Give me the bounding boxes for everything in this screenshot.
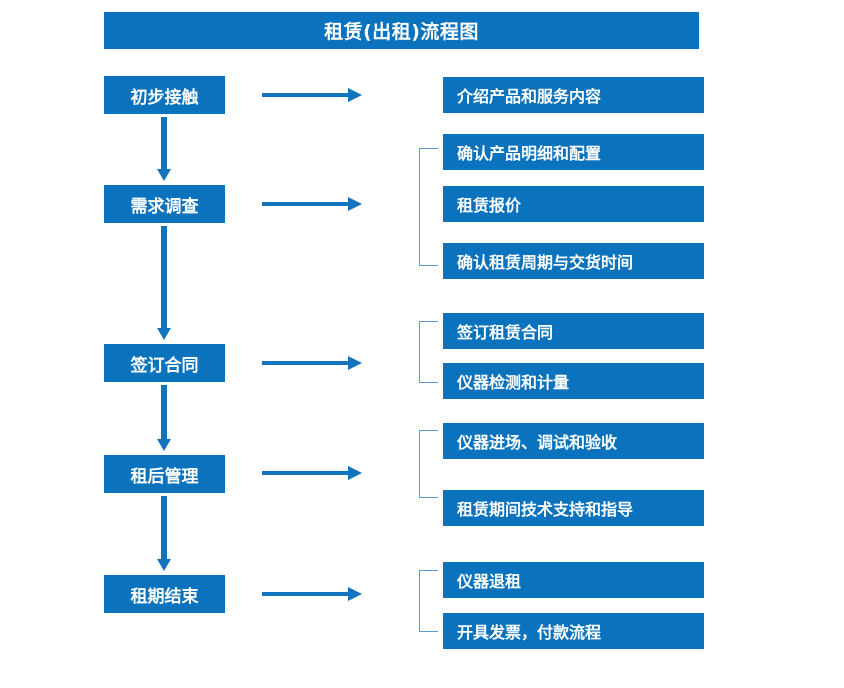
detail-box-1[interactable]: 介绍产品和服务内容 <box>443 77 704 113</box>
arrow-shaft <box>262 471 350 475</box>
arrow-shaft <box>262 592 350 596</box>
detail-box-2[interactable]: 确认产品明细和配置 <box>443 134 704 170</box>
stage-box-2[interactable]: 需求调查 <box>104 185 225 223</box>
down-arrow-icon-2 <box>157 226 171 340</box>
detail-box-10[interactable]: 开具发票，付款流程 <box>443 613 704 649</box>
stage-box-3[interactable]: 签订合同 <box>104 344 225 382</box>
arrow-head <box>348 356 362 370</box>
down-arrow-icon-1 <box>157 117 171 181</box>
group-bracket-1 <box>419 148 438 266</box>
stage-box-5[interactable]: 租期结束 <box>104 575 225 613</box>
group-bracket-3 <box>419 430 438 498</box>
detail-box-4[interactable]: 确认租赁周期与交货时间 <box>443 243 704 279</box>
arrow-head <box>348 197 362 211</box>
stage-box-4[interactable]: 租后管理 <box>104 455 225 493</box>
stage-box-1[interactable]: 初步接触 <box>104 76 225 114</box>
arrow-shaft <box>262 361 350 365</box>
arrow-shaft <box>161 496 167 559</box>
arrow-shaft <box>262 202 350 206</box>
arrow-shaft <box>262 93 350 97</box>
arrow-head <box>157 439 171 451</box>
detail-box-3[interactable]: 租赁报价 <box>443 186 704 222</box>
right-arrow-icon-5 <box>262 587 362 601</box>
detail-box-7[interactable]: 仪器进场、调试和验收 <box>443 423 704 459</box>
detail-box-5[interactable]: 签订租赁合同 <box>443 313 704 349</box>
arrow-head <box>348 587 362 601</box>
right-arrow-icon-4 <box>262 466 362 480</box>
right-arrow-icon-3 <box>262 356 362 370</box>
right-arrow-icon-1 <box>262 88 362 102</box>
right-arrow-icon-2 <box>262 197 362 211</box>
group-bracket-4 <box>419 570 438 632</box>
arrow-head <box>157 328 171 340</box>
arrow-head <box>348 88 362 102</box>
detail-box-6[interactable]: 仪器检测和计量 <box>443 363 704 399</box>
page-title: 租赁(出租)流程图 <box>104 12 699 49</box>
arrow-head <box>348 466 362 480</box>
arrow-shaft <box>161 385 167 439</box>
down-arrow-icon-4 <box>157 496 171 571</box>
arrow-shaft <box>161 226 167 328</box>
detail-box-8[interactable]: 租赁期间技术支持和指导 <box>443 490 704 526</box>
detail-box-9[interactable]: 仪器退租 <box>443 562 704 598</box>
arrow-head <box>157 559 171 571</box>
arrow-head <box>157 169 171 181</box>
down-arrow-icon-3 <box>157 385 171 451</box>
arrow-shaft <box>161 117 167 169</box>
group-bracket-2 <box>419 321 438 383</box>
